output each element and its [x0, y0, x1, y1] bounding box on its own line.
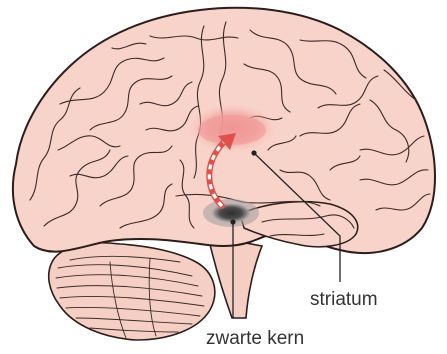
striatum-highlight — [188, 104, 276, 152]
label-substantia-nigra: zwarte kern — [206, 328, 304, 349]
label-striatum: striatum — [310, 289, 378, 310]
cerebellum-shape — [49, 243, 215, 340]
brain-stem — [208, 236, 262, 318]
cerebellum — [49, 243, 215, 340]
substantia-nigra-body — [211, 203, 251, 223]
